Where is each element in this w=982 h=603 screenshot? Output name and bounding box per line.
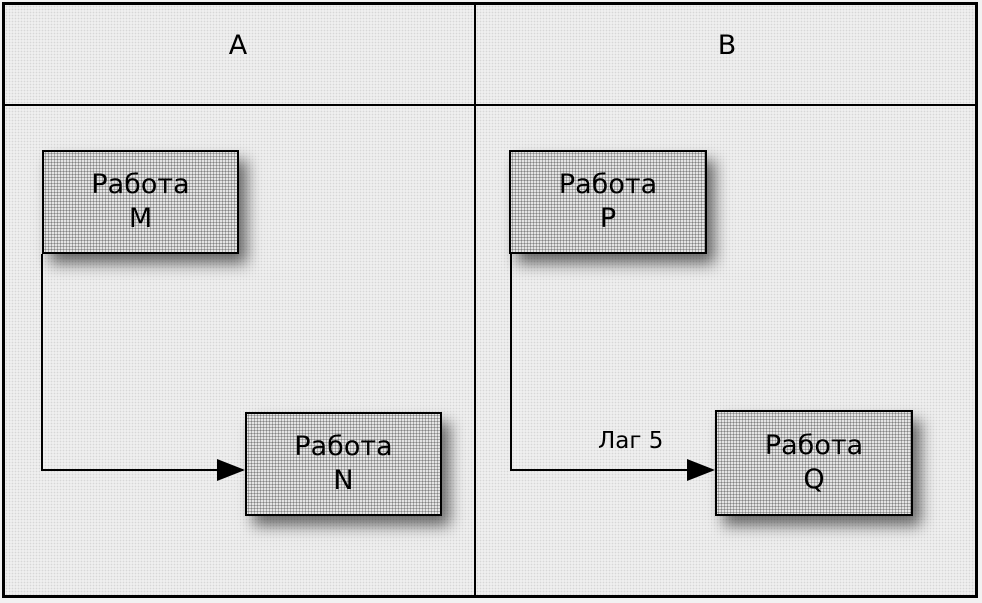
task-p-line1: Работа <box>558 169 658 200</box>
task-n-line2: N <box>333 465 354 496</box>
task-q-line1: Работа <box>764 430 864 461</box>
task-q-line2: Q <box>803 464 825 495</box>
panel-b-header: B <box>717 30 737 61</box>
header-divider <box>2 104 978 106</box>
task-m-line2: M <box>128 203 153 234</box>
task-box-n: Работа N <box>245 412 442 516</box>
task-n-line1: Работа <box>294 431 393 462</box>
task-box-q: Работа Q <box>715 410 913 516</box>
task-box-p: Работа P <box>509 150 707 254</box>
panel-divider-vertical <box>474 2 476 598</box>
task-p-line2: P <box>599 203 617 234</box>
lag-label: Лаг 5 <box>598 428 664 454</box>
panel-a-header: A <box>228 30 248 61</box>
task-box-m: Работа M <box>42 150 239 254</box>
task-m-line1: Работа <box>91 169 190 200</box>
